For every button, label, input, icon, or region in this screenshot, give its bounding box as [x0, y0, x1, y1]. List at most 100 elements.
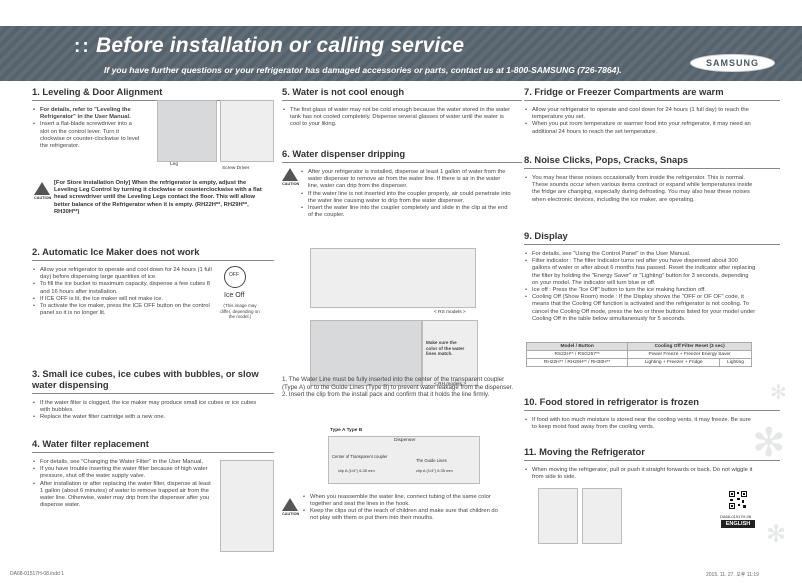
cooling-off-table: Model / Button Cooling Off Filter Reset …: [525, 342, 752, 367]
section-display: 9. Display For details, see "Using the C…: [524, 230, 780, 367]
caption-center-coupler: Center of Transparent coupler: [332, 454, 388, 459]
bullet-text: Insert a flat-blade screwdriver into a s…: [32, 121, 140, 150]
water-filter-image: [220, 460, 274, 552]
caption-rs-models: < RS models >: [434, 310, 466, 315]
section-dispenser-dripping: 6. Water dispenser dripping ! CAUTION Af…: [282, 148, 522, 387]
bullet-text: When moving the refrigerator, pull or pu…: [524, 467, 756, 481]
bullet-text: If the water filter is clogged, the ice …: [32, 400, 268, 414]
banner-dots: ::: [74, 36, 91, 57]
bullet-text: Cooling Off (Show Room) mode : If the Di…: [524, 294, 756, 323]
caution-icon: ! CAUTION: [282, 498, 300, 516]
section-divider: [32, 260, 274, 261]
section-noise: 8. Noise Clicks, Pops, Cracks, Snaps You…: [524, 154, 780, 204]
rh-coupler-image: [422, 320, 478, 386]
table-cell: Lighting: [719, 358, 752, 367]
caution-label: CAUTION: [282, 512, 300, 516]
section-divider: [524, 168, 780, 169]
bullet-text: Keep the clips out of the reach of child…: [302, 508, 506, 522]
footer-filename: DA68-01517H-08.indd 1: [10, 571, 64, 577]
section-compartments-warm: 7. Fridge or Freezer Compartments are wa…: [524, 86, 780, 136]
qr-code: [728, 490, 748, 510]
caption-coupler-types: Type A Type B: [330, 428, 363, 433]
header-banner: :: Before installation or calling servic…: [0, 26, 802, 81]
numbered-step: 2. Insert the clip from the install pack…: [282, 391, 490, 399]
section-divider: [524, 460, 780, 461]
section-divider: [32, 452, 274, 453]
section-title: 11. Moving the Refrigerator: [524, 446, 645, 457]
caption-clip-b: clip A (1/4") 6.35 mm: [416, 468, 453, 473]
numbered-step: 1. The Water Line must be fully inserted…: [282, 376, 514, 391]
bullet-text: For details, see "Using the Control Pane…: [524, 251, 756, 258]
section-divider: [524, 244, 780, 245]
section-moving: 11. Moving the Refrigerator When moving …: [524, 446, 780, 544]
bullet-text: After your refrigerator is installed, di…: [300, 169, 512, 191]
samsung-logo: SAMSUNG: [690, 54, 775, 72]
section-divider: [282, 100, 522, 101]
caution-icon: ! CAUTION: [34, 182, 52, 200]
section-food-frozen: 10. Food stored in refrigerator is froze…: [524, 396, 780, 431]
section-title: 5. Water is not cool enough: [282, 86, 405, 97]
caution-label: CAUTION: [34, 196, 52, 200]
table-header-row: Model / Button Cooling Off Filter Reset …: [525, 342, 752, 351]
bullet-text: When you reassemble the water line, conn…: [302, 494, 506, 508]
section-title: 1. Leveling & Door Alignment: [32, 86, 163, 97]
leveling-leg-image: [157, 100, 217, 162]
bullet-text: You may hear these noises occasionally f…: [524, 175, 756, 204]
bullet-text: Replace the water filter cartridge with …: [32, 414, 268, 421]
rs-models-image: [310, 248, 476, 308]
bullet-text: To fill the ice bucket to maximum capaci…: [32, 281, 212, 295]
section-title: 7. Fridge or Freezer Compartments are wa…: [524, 86, 724, 97]
screwdriver-image: [220, 100, 274, 162]
caution-icon: ! CAUTION: [282, 168, 300, 186]
footer-timestamp: 2015. 11. 27. 오후 11:19: [706, 572, 759, 578]
page-subtitle: If you have further questions or your re…: [104, 65, 622, 75]
section-water-cool: 5. Water is not cool enough The first gl…: [282, 86, 522, 129]
caption-leg: Leg: [170, 162, 179, 167]
table-row: RS22H** / RSG257** Power Freeze + Freeze…: [525, 350, 752, 359]
section-title: 4. Water filter replacement: [32, 438, 149, 449]
ice-off-state: OFF: [229, 272, 239, 278]
snowflake-icon: ✻: [770, 382, 787, 404]
section-divider: [524, 100, 780, 101]
table-row: RH22H** / RH29H** / RH30H** Lighting + F…: [525, 358, 752, 367]
bullet-text: If you have trouble inserting the water …: [32, 466, 212, 480]
bullet-text: Filter indicator : The filter Indicator …: [524, 258, 756, 287]
caution-text: [For Store Installation Only] When the r…: [54, 180, 262, 215]
table-cell: Power Freeze + Freezer Energy Saver: [627, 350, 752, 359]
logo-text: SAMSUNG: [705, 58, 759, 68]
caption-rh-models: < RH models >: [434, 382, 466, 387]
section-divider: [524, 410, 780, 411]
document-code: DA68-01517H-08: [720, 514, 752, 519]
section-divider: [282, 162, 522, 163]
bullet-text: Insert the water line into the coupler c…: [300, 205, 512, 219]
bullet-text: After installation or after replacing th…: [32, 481, 212, 510]
coupler-diagram: [328, 436, 480, 484]
ice-off-icon: [224, 266, 246, 288]
section-title: 2. Automatic Ice Maker does not work: [32, 246, 200, 257]
rh-models-image: [310, 320, 422, 386]
section-small-ice: 3. Small ice cubes, ice cubes with bubbl…: [32, 368, 274, 422]
table-cell: Lighting + Freezer + Fridge: [627, 358, 721, 367]
bullet-text: For details, refer to "Leveling the Refr…: [32, 107, 144, 121]
table-cell: RS22H** / RSG257**: [525, 350, 629, 359]
caution-label: CAUTION: [282, 182, 300, 186]
bullet-text: Allow your refrigerator to operate and c…: [32, 267, 212, 281]
snowflake-icon: ✻: [752, 421, 786, 465]
caption-guide-lines: The Guide Lines: [416, 458, 447, 463]
section-divider: [32, 393, 274, 394]
moving-image-2: [582, 488, 622, 544]
banner-pattern: [0, 26, 802, 81]
section-title: 8. Noise Clicks, Pops, Cracks, Snaps: [524, 154, 689, 165]
page-title: Before installation or calling service: [96, 34, 465, 57]
bullet-text: Ice off : Press the "Ice Off" button to …: [524, 287, 756, 294]
bullet-text: If the water line is not inserted into t…: [300, 191, 512, 205]
bullet-text: To activate the ice maker, press the ICE…: [32, 303, 212, 317]
bullet-text: For details, see "Changing the Water Fil…: [32, 459, 212, 466]
caption-dispenser: Dispenser: [394, 438, 416, 443]
image-note: (This image may differ, depending on the…: [220, 303, 260, 319]
ice-off-label: Ice Off: [224, 292, 245, 299]
bullet-text: If ICE OFF is lit, the ice maker will no…: [32, 296, 212, 303]
language-badge: ENGLISH: [721, 520, 755, 528]
bullet-text: The first glass of water may not be cold…: [282, 107, 514, 129]
